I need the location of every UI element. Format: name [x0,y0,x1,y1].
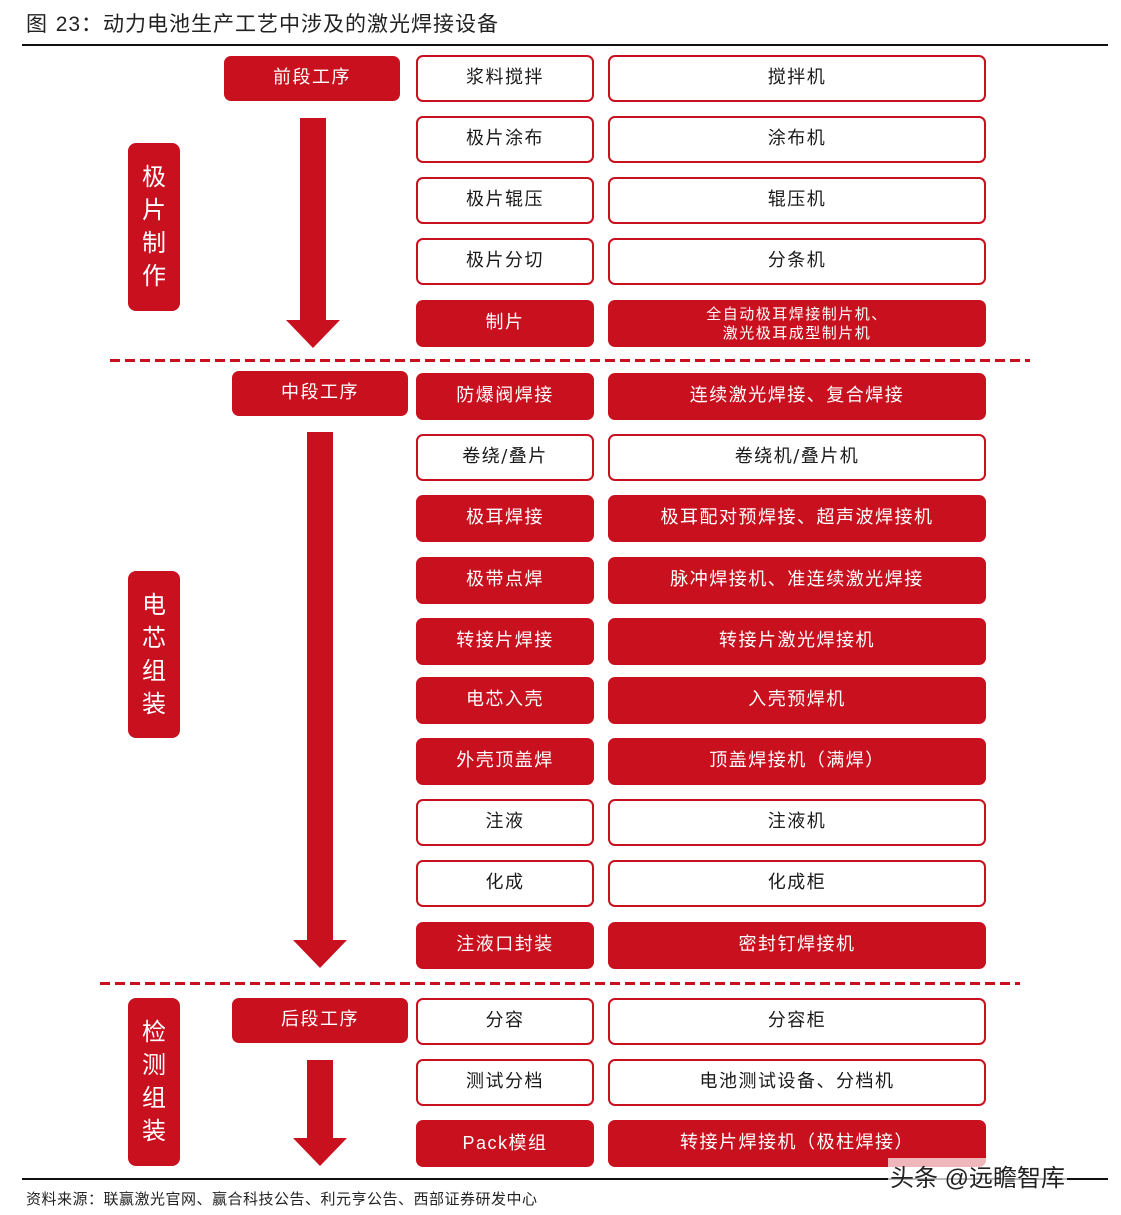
process-cell: 分容 [416,998,594,1045]
equipment-cell-laser: 密封钉焊接机 [608,922,986,969]
stage-cell-assembly: 电 芯 组 装 [128,571,180,738]
title-prefix: 图 [26,12,48,36]
source-note: 资料来源：联赢激光官网、赢合科技公告、利元亨公告、西部证券研发中心 [26,1190,538,1208]
stage-testing-assembly: 检 测 组 装 [128,998,180,1166]
equipment-cell-laser: 顶盖焊接机（满焊） [608,738,986,785]
equipment-cell-laser: 脉冲焊接机、准连续激光焊接 [608,557,986,604]
process-cell: 注液 [416,799,594,846]
title-number: 23 [55,13,82,36]
equipment-cell: 卷绕机/叠片机 [608,434,986,481]
equipment-cell: 涂布机 [608,116,986,163]
stage-char: 芯 [142,623,166,652]
process-cell-laser: 防爆阀焊接 [416,373,594,420]
equipment-cell-laser: 全自动极耳焊接制片机、 激光极耳成型制片机 [608,300,986,347]
arrow-down-icon [286,118,340,348]
bottom-rule [22,1178,1108,1180]
equipment-cell-laser: 极耳配对预焊接、超声波焊接机 [608,495,986,542]
phase-middle: 中段工序 [232,371,408,416]
process-cell: 极片涂布 [416,116,594,163]
equipment-cell: 分条机 [608,238,986,285]
section-divider [100,982,1020,985]
title-text: ：动力电池生产工艺中涉及的激光焊接设备 [81,12,500,36]
process-cell-laser: Pack模组 [416,1120,594,1167]
equipment-cell: 搅拌机 [608,55,986,102]
stage-char: 检 [142,1018,166,1046]
equipment-line: 全自动极耳焊接制片机、 [706,304,888,323]
stage-char: 测 [142,1051,166,1079]
stage-char: 装 [142,689,166,718]
stage-electrode-making: 极 片 制 作 [128,143,180,311]
arrow-down-icon [293,432,347,968]
equipment-cell: 辊压机 [608,177,986,224]
process-cell-laser: 转接片焊接 [416,618,594,665]
equipment-cell-laser: 转接片激光焊接机 [608,618,986,665]
stage-char: 制 [142,229,166,257]
process-cell-laser: 电芯入壳 [416,677,594,724]
stage-char: 装 [142,1117,166,1145]
equipment-cell-laser: 转接片焊接机（极柱焊接） [608,1120,986,1167]
figure-title: 图 23：动力电池生产工艺中涉及的激光焊接设备 [26,8,499,38]
process-cell: 卷绕/叠片 [416,434,594,481]
process-cell: 化成 [416,860,594,907]
section-divider [110,359,1030,362]
watermark: 头条 @远瞻智库 [888,1158,1068,1193]
equipment-cell-laser: 连续激光焊接、复合焊接 [608,373,986,420]
phase-back: 后段工序 [232,998,408,1043]
stage-char: 组 [142,656,166,685]
process-cell: 测试分档 [416,1059,594,1106]
equipment-line: 激光极耳成型制片机 [722,323,872,342]
stage-char: 极 [142,163,166,191]
stage-char: 片 [142,196,166,224]
stage-char: 作 [142,262,166,290]
stage-char: 电 [142,590,166,619]
process-cell: 极片辊压 [416,177,594,224]
process-cell-laser: 极耳焊接 [416,495,594,542]
equipment-cell: 分容柜 [608,998,986,1045]
phase-front: 前段工序 [224,56,400,101]
process-cell-laser: 极带点焊 [416,557,594,604]
process-cell-laser: 制片 [416,300,594,347]
stage-char: 组 [142,1084,166,1112]
process-cell: 极片分切 [416,238,594,285]
process-cell-laser: 注液口封装 [416,922,594,969]
arrow-down-icon [293,1060,347,1166]
equipment-cell: 化成柜 [608,860,986,907]
equipment-cell-laser: 入壳预焊机 [608,677,986,724]
top-rule [22,44,1108,46]
process-cell: 浆料搅拌 [416,55,594,102]
process-cell-laser: 外壳顶盖焊 [416,738,594,785]
equipment-cell: 注液机 [608,799,986,846]
equipment-cell: 电池测试设备、分档机 [608,1059,986,1106]
